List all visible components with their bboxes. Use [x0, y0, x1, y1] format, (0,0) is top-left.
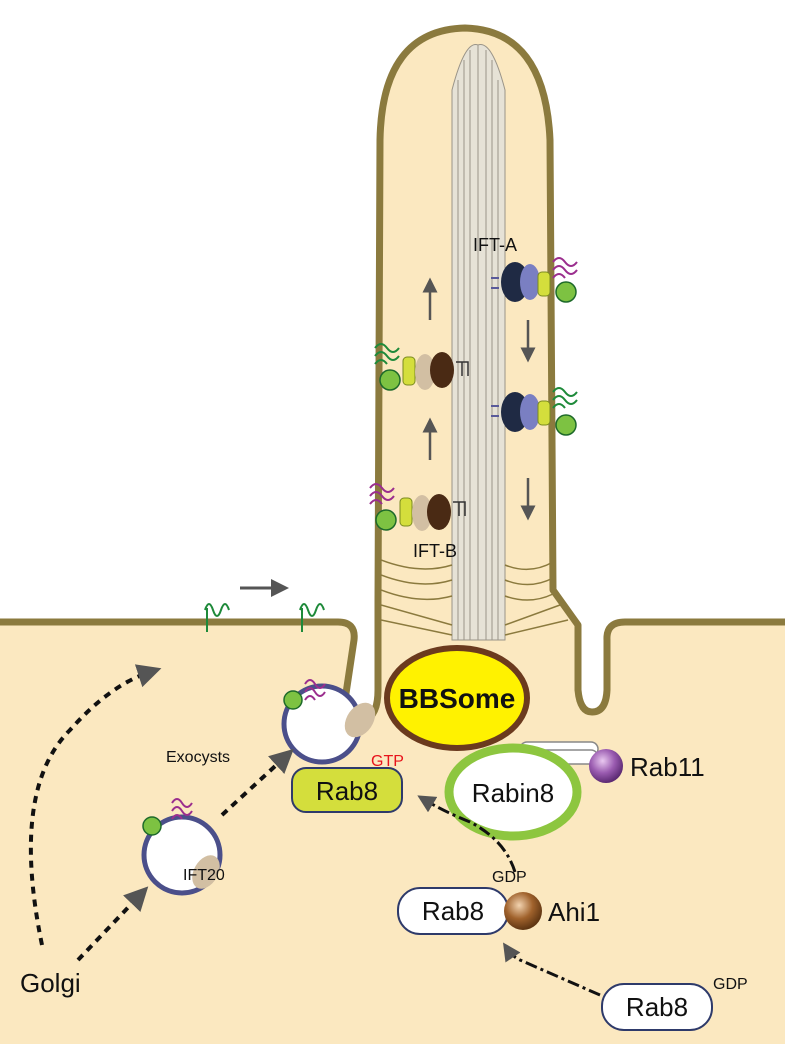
trafficking-arrows — [28, 664, 294, 962]
transition-fibers — [380, 559, 569, 636]
docking-vesicle — [281, 679, 376, 765]
bbsome-label: BBSome — [399, 683, 516, 714]
ift20-label: IFT20 — [183, 867, 225, 884]
ift20-vesicle — [141, 798, 223, 896]
rab11-label: Rab11 — [630, 752, 705, 782]
ift-a-label: IFT-A — [473, 235, 517, 255]
ift-direction-arrows — [422, 277, 536, 521]
axoneme — [451, 44, 506, 641]
ift-a-complex-upper — [491, 257, 578, 303]
activation-arrows — [417, 795, 601, 997]
rabin8-label: Rabin8 — [472, 778, 554, 808]
ift-b-complex-upper — [374, 343, 469, 391]
ahi1-sphere — [504, 892, 542, 930]
gdp-lower-label: GDP — [713, 976, 748, 993]
rab8-low-label: Rab8 — [626, 992, 688, 1022]
ahi1-label: Ahi1 — [548, 897, 600, 927]
rab8-gtp-box — [291, 767, 403, 813]
exocysts-label: Exocysts — [166, 749, 230, 766]
bbsome — [384, 645, 530, 751]
ift-a-complex-lower — [491, 387, 578, 436]
rabin8-ring — [444, 743, 582, 841]
receptor-moving — [204, 603, 325, 632]
rab11-sphere — [589, 749, 623, 783]
gdp-upper-label: GDP — [492, 869, 527, 886]
ift-b-complex-lower — [369, 483, 466, 531]
rab8-low-box — [601, 983, 713, 1031]
rab8-mid-label: Rab8 — [422, 896, 484, 926]
golgi-label: Golgi — [20, 968, 81, 998]
gtp-label: GTP — [371, 753, 404, 770]
ift-b-label: IFT-B — [413, 541, 457, 561]
rab8-gtp-label: Rab8 — [316, 776, 378, 806]
plasma-membrane — [0, 24, 785, 724]
